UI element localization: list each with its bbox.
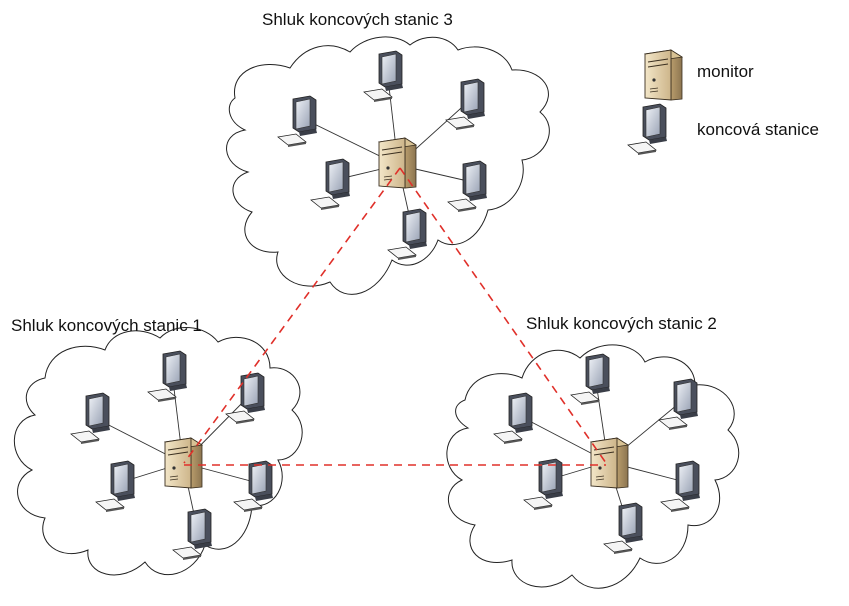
workstation-icon (147, 350, 188, 403)
workstation-icon (493, 392, 534, 445)
legend-workstation-icon (627, 103, 668, 156)
cluster-3-boundary (226, 36, 550, 295)
workstation-icon (660, 460, 701, 513)
workstation-icon (363, 50, 404, 103)
cluster-1 (13, 326, 303, 576)
legend-server-icon (644, 49, 683, 101)
workstation-icon (523, 458, 564, 511)
workstation-icon (445, 78, 486, 131)
workstation-icon (95, 460, 136, 513)
cluster-3 (226, 36, 550, 295)
cluster-2-title: Shluk koncových stanic 2 (526, 314, 717, 333)
workstation-icon (277, 95, 318, 148)
workstation-icon (658, 378, 699, 431)
link-3-2 (399, 167, 607, 464)
workstation-icon (387, 208, 428, 261)
workstation-icon (70, 392, 111, 445)
server-icon (164, 437, 203, 489)
server-icon (378, 137, 417, 189)
workstation-icon (570, 353, 611, 406)
server-icon (590, 437, 629, 489)
legend-monitor-label: monitor (697, 62, 754, 81)
link-3-1 (183, 167, 401, 464)
cluster-2-boundary (446, 344, 740, 589)
workstation-icon (233, 460, 274, 513)
workstation-icon (447, 160, 488, 213)
cluster-3-title: Shluk koncových stanic 3 (262, 10, 453, 29)
cluster-1-title: Shluk koncových stanic 1 (11, 316, 202, 335)
workstation-icon (603, 502, 644, 555)
legend-workstation-label: koncová stanice (697, 120, 819, 139)
workstation-icon (310, 158, 351, 211)
cluster-2 (446, 344, 740, 589)
monitor-links (183, 167, 607, 466)
cluster-1-boundary (13, 326, 303, 576)
workstation-icon (172, 508, 213, 561)
